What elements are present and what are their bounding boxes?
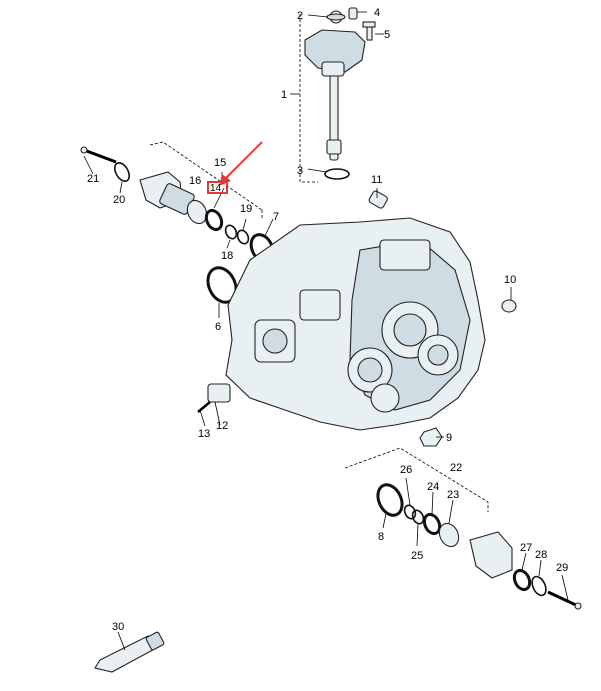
- callout-11[interactable]: 11: [371, 174, 382, 186]
- callout-29[interactable]: 29: [556, 562, 568, 574]
- callout-18[interactable]: 18: [221, 250, 233, 262]
- sender-part-12[interactable]: [197, 383, 231, 413]
- callout-2[interactable]: 2: [297, 10, 303, 22]
- callout-1[interactable]: 1: [281, 89, 287, 101]
- leader-lines: [83, 11, 569, 651]
- callout-15[interactable]: 15: [214, 157, 226, 169]
- sensor-part-11[interactable]: [368, 190, 388, 209]
- callout-30[interactable]: 30: [112, 621, 124, 633]
- callout-10[interactable]: 10: [504, 274, 516, 286]
- gearbox-housing[interactable]: [225, 217, 486, 431]
- input-shaft-assembly[interactable]: [80, 141, 277, 307]
- callout-21[interactable]: 21: [87, 173, 99, 185]
- callout-6[interactable]: 6: [215, 321, 221, 333]
- highlight-box-callout-14: [207, 181, 228, 194]
- callout-28[interactable]: 28: [535, 549, 547, 561]
- callout-7[interactable]: 7: [273, 211, 279, 223]
- callout-14[interactable]: 14: [210, 183, 222, 194]
- callout-26[interactable]: 26: [400, 464, 412, 476]
- callout-13[interactable]: 13: [198, 428, 210, 440]
- callout-23[interactable]: 23: [447, 489, 459, 501]
- highlight-marker: [207, 141, 263, 194]
- callout-9[interactable]: 9: [446, 432, 452, 444]
- shift-shaft-assembly[interactable]: [290, 7, 376, 183]
- callout-5[interactable]: 5: [384, 29, 390, 41]
- callout-labels: 1 2 3 4 5 6 7 8 9 10 11 12 13 14 15 16 1…: [87, 7, 568, 633]
- callout-19[interactable]: 19: [240, 203, 252, 215]
- callout-22[interactable]: 22: [450, 462, 462, 474]
- callout-3[interactable]: 3: [297, 165, 303, 177]
- output-shaft-assembly[interactable]: [344, 447, 582, 610]
- plug-part-10[interactable]: [501, 299, 517, 313]
- callout-20[interactable]: 20: [113, 194, 125, 206]
- callout-27[interactable]: 27: [520, 542, 532, 554]
- callout-12[interactable]: 12: [216, 420, 228, 432]
- callout-16[interactable]: 16: [189, 175, 201, 187]
- callout-24[interactable]: 24: [427, 481, 439, 493]
- callout-8[interactable]: 8: [378, 531, 384, 543]
- grease-tube-part-30[interactable]: [94, 631, 165, 673]
- callout-4[interactable]: 4: [374, 7, 380, 19]
- plug-part-9[interactable]: [419, 427, 443, 447]
- callout-25[interactable]: 25: [411, 550, 423, 562]
